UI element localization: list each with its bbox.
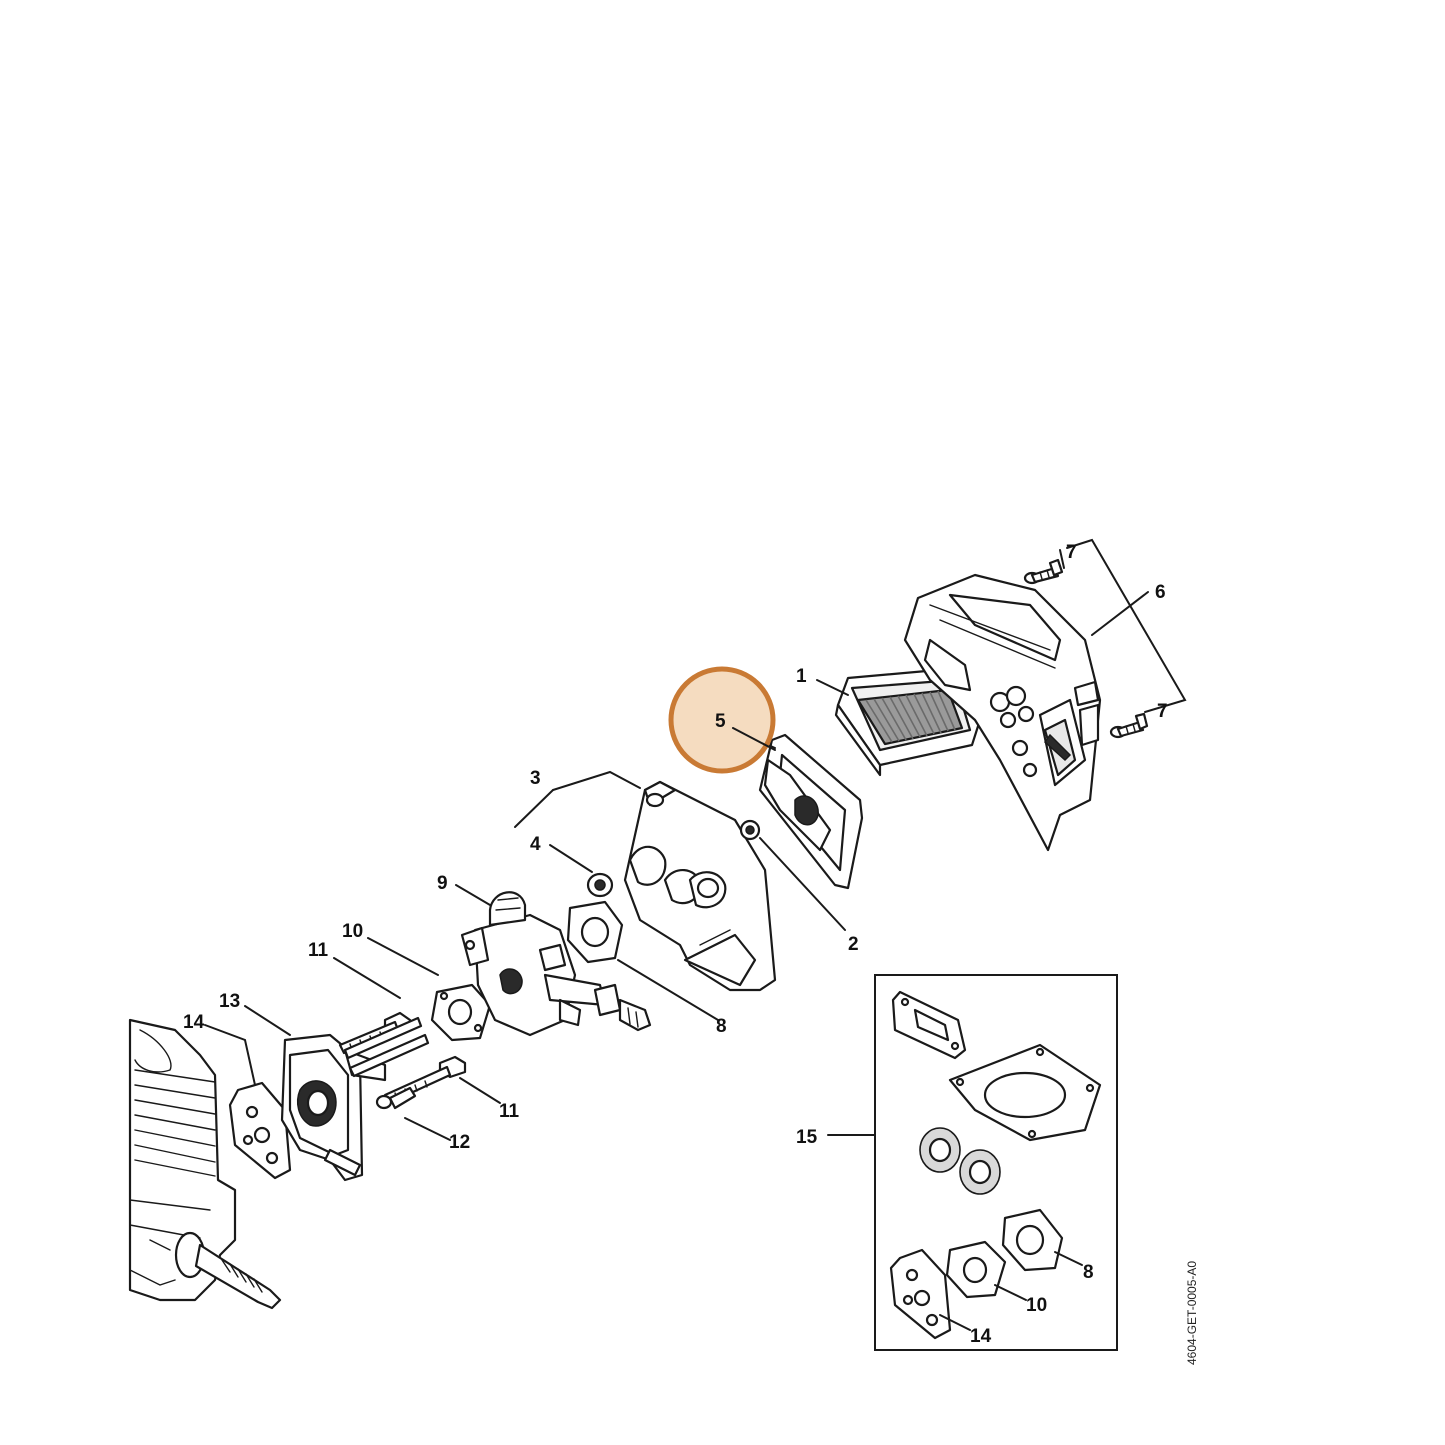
part-7-screw-lower: [1109, 712, 1149, 739]
callout-9[interactable]: 9: [437, 873, 448, 894]
part-8-gasket: [566, 900, 624, 964]
drawing-code: 4604-GET-0005-A0: [1185, 1261, 1199, 1365]
leader-lines: [204, 538, 1187, 1141]
part-4-grommet: [586, 872, 614, 898]
part-6-filter-cover: [903, 573, 1102, 852]
part-2-nut: [739, 819, 761, 841]
callout-8[interactable]: 8: [716, 1016, 727, 1037]
inset-callout-14[interactable]: 14: [970, 1326, 992, 1347]
callout-7-lower[interactable]: 7: [1157, 701, 1168, 722]
kit-15-inset-box: [874, 974, 1118, 1351]
callout-14[interactable]: 14: [183, 1012, 205, 1033]
callout-2[interactable]: 2: [848, 934, 859, 955]
highlight-part-5[interactable]: [668, 666, 776, 774]
callout-12[interactable]: 12: [449, 1132, 470, 1153]
callout-11-lower[interactable]: 11: [499, 1101, 520, 1122]
callout-1[interactable]: 1: [796, 666, 807, 687]
callout-7-upper[interactable]: 7: [1066, 542, 1077, 563]
part-14-gasket: [228, 1081, 292, 1180]
callout-6[interactable]: 6: [1155, 582, 1166, 603]
callout-4[interactable]: 4: [530, 834, 541, 855]
callout-15[interactable]: 15: [796, 1127, 818, 1148]
inset-callout-10[interactable]: 10: [1026, 1295, 1047, 1316]
engine-cylinder-illustration: [128, 1018, 282, 1310]
part-11-studs: [343, 1016, 430, 1078]
callout-3[interactable]: 3: [530, 768, 541, 789]
callout-5[interactable]: 5: [715, 711, 726, 732]
inset-callout-8[interactable]: 8: [1083, 1262, 1094, 1283]
callout-11-upper[interactable]: 11: [308, 940, 329, 961]
callout-13[interactable]: 13: [219, 991, 240, 1012]
part-5-filter-seal: [758, 733, 864, 890]
part-10-gasket: [430, 983, 492, 1042]
part-12-bracket: [375, 1086, 417, 1110]
part-9-carburetor: [460, 891, 652, 1037]
part-13-intake-manifold: [280, 1033, 387, 1182]
part-3-filter-base: [623, 780, 777, 992]
part-7-screw-upper: [1023, 558, 1064, 585]
callout-10[interactable]: 10: [342, 921, 363, 942]
